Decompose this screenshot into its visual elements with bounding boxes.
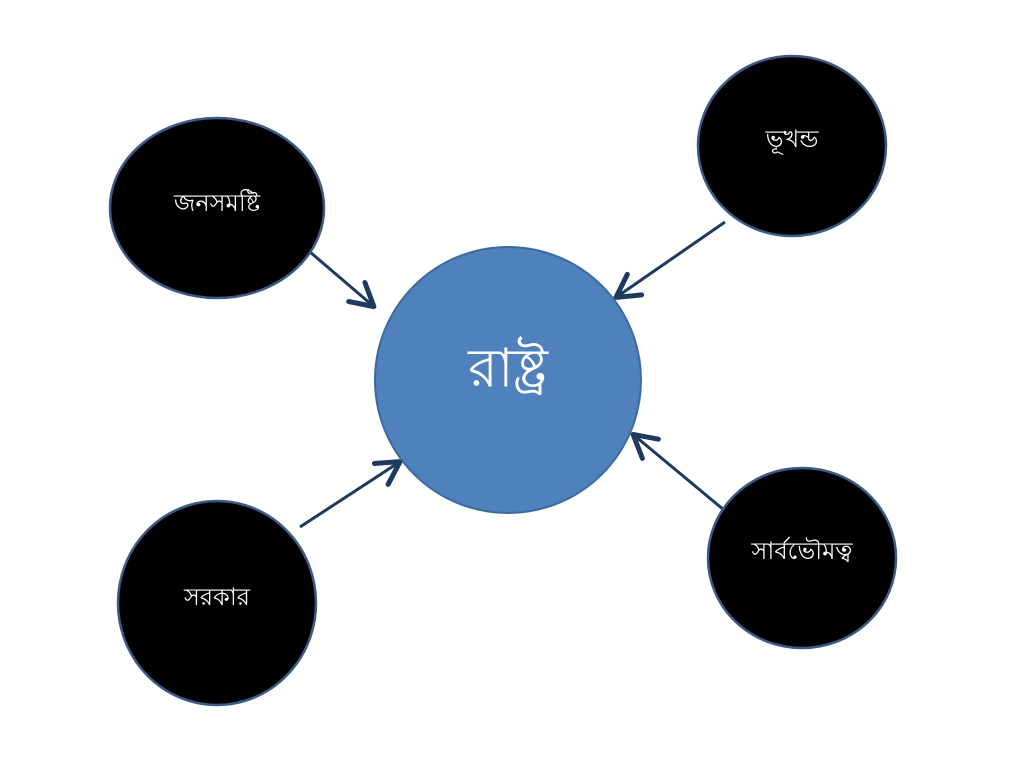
- arrow-sovereignty-to-state: [630, 431, 725, 512]
- territory-ellipse: [696, 54, 888, 238]
- population-label: জনসমষ্টি: [173, 189, 261, 217]
- arrow-government-to-state: [299, 459, 403, 529]
- sovereignty-node: সার্বভৌমত্ব: [706, 466, 898, 650]
- sovereignty-label: সার্বভৌমত্ব: [751, 536, 854, 565]
- state-circle: [374, 246, 642, 514]
- state-label: রাষ্ট্র: [467, 337, 549, 400]
- territory-label: ভূখন্ড: [765, 125, 820, 154]
- arrow-territory-to-state: [613, 220, 726, 300]
- government-node: সরকার: [116, 499, 318, 707]
- population-node: জনসমষ্টি: [108, 116, 326, 300]
- territory-node: ভূখন্ড: [696, 54, 888, 238]
- population-ellipse: [108, 116, 326, 300]
- government-ellipse: [116, 499, 318, 707]
- state-node: রাষ্ট্র: [374, 246, 642, 514]
- arrow-population-to-state: [309, 250, 377, 310]
- government-label: সরকার: [183, 583, 251, 611]
- sovereignty-ellipse: [706, 466, 898, 650]
